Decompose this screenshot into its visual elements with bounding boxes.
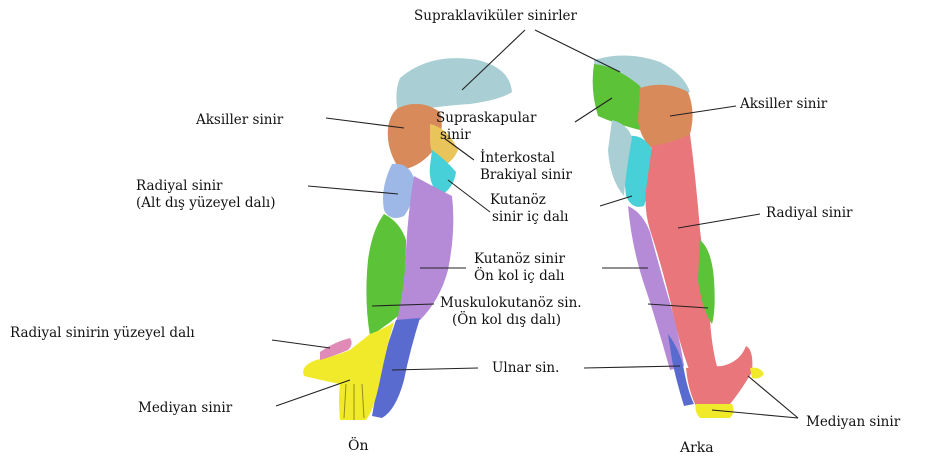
leader-mediyan-right-b	[748, 376, 798, 418]
label-radiyal-alt-line2: (Alt dış yüzeyel dalı)	[136, 195, 275, 212]
label-ulnar: Ulnar sin.	[492, 360, 559, 377]
label-radiyal-yuzeyel: Radiyal sinirin yüzeyel dalı	[10, 325, 195, 342]
label-muskulo-line2: (Ön kol dış dalı)	[452, 312, 561, 329]
leader-kutanoz-ic-right	[600, 196, 632, 206]
label-radiyal-right: Radiyal sinir	[766, 205, 852, 222]
leader-radiyal-yuzeyel	[272, 340, 330, 348]
leader-kutanoz-ic-left	[448, 180, 490, 212]
label-aksiller-right: Aksiller sinir	[740, 96, 827, 113]
label-mediyan-left: Mediyan sinir	[138, 400, 232, 417]
label-interkostal-line2: Brakiyal sinir	[480, 167, 572, 184]
label-kutanoz-onkol-line1: Kutanöz sinir	[474, 251, 565, 268]
label-front-view: Ön	[348, 438, 369, 455]
label-interkostal-line1: İnterkostal	[480, 150, 555, 167]
leader-ulnar-right	[584, 366, 680, 368]
label-muskulo-line1: Muskulokutanöz sin.	[440, 295, 582, 312]
leader-supraclavicular-right	[535, 30, 620, 72]
back-arm	[593, 55, 764, 418]
label-kutanoz-ic-line1: Kutanöz	[490, 192, 546, 209]
label-mediyan-right: Mediyan sinir	[806, 414, 900, 431]
label-kutanoz-onkol-line2: Ön kol iç dalı	[474, 268, 564, 285]
label-supraskapular-line1: Supraskapular	[436, 110, 536, 127]
label-supraklavikuler: Supraklaviküler sinirler	[414, 8, 577, 25]
label-back-view: Arka	[680, 440, 714, 457]
label-supraskapular-line2: sinir	[440, 127, 471, 144]
label-aksiller-left: Aksiller sinir	[196, 112, 283, 129]
leader-mediyan-left	[276, 380, 350, 406]
label-kutanoz-ic-line2: sinir iç dalı	[492, 209, 569, 226]
label-radiyal-alt-line1: Radiyal sinir	[136, 178, 222, 195]
